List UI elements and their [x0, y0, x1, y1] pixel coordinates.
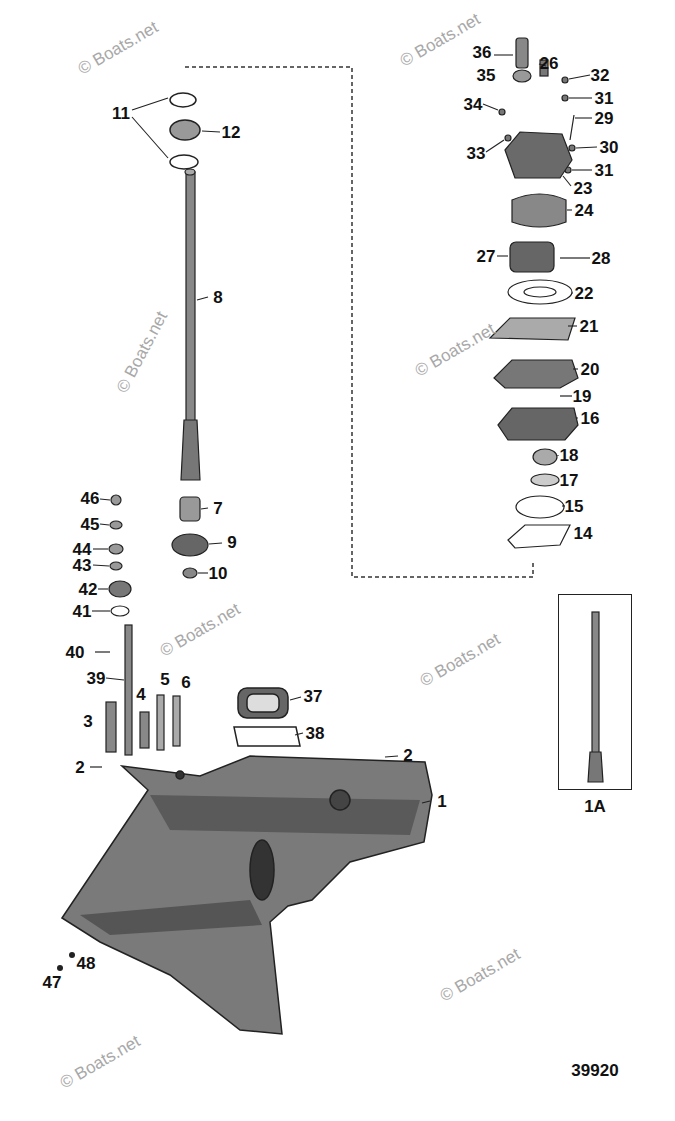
callout-number: 15 — [565, 498, 584, 515]
callout-number: 42 — [79, 581, 98, 598]
callout-number: 9 — [227, 534, 236, 551]
callout-number: 11 — [112, 105, 130, 122]
watermark: © Boats.net — [412, 320, 498, 379]
callout-number: 44 — [73, 541, 92, 558]
callout-number: 36 — [473, 44, 492, 61]
callout-number: 1 — [437, 793, 446, 810]
callout-number: 2 — [75, 759, 84, 776]
callout-number: 46 — [81, 490, 100, 507]
callout-number: 10 — [209, 565, 228, 582]
callout-number: 21 — [580, 318, 599, 335]
callout-number: 31 — [595, 162, 614, 179]
callout-number: 1A — [584, 797, 606, 817]
callout-number: 34 — [464, 96, 483, 113]
callout-number: 20 — [581, 361, 600, 378]
watermark: © Boats.net — [114, 309, 171, 396]
callout-number: 29 — [595, 110, 614, 127]
watermark: © Boats.net — [397, 10, 483, 69]
callout-number: 30 — [600, 139, 619, 156]
callout-number: 6 — [181, 674, 190, 691]
callout-number: 48 — [77, 955, 96, 972]
callout-number: 4 — [136, 686, 145, 703]
callout-number: 2 — [403, 747, 412, 764]
callout-number: 32 — [591, 67, 610, 84]
callout-number: 39920 — [571, 1062, 618, 1079]
watermark: © Boats.net — [157, 600, 243, 659]
callout-number: 23 — [574, 180, 593, 197]
callout-number: 16 — [581, 410, 600, 427]
watermark: © Boats.net — [437, 945, 523, 1004]
callout-number: 17 — [560, 472, 579, 489]
callout-number: 3 — [83, 713, 92, 730]
callout-number: 22 — [575, 285, 594, 302]
callout-number: 40 — [66, 644, 85, 661]
watermark: © Boats.net — [57, 1032, 143, 1091]
callout-number: 7 — [213, 500, 222, 517]
callout-number: 47 — [43, 974, 62, 991]
callout-number: 8 — [213, 289, 222, 306]
callout-number: 19 — [573, 388, 592, 405]
callout-number: 41 — [73, 603, 92, 620]
callout-number: 5 — [160, 671, 169, 688]
callout-number: 18 — [560, 447, 579, 464]
watermark: © Boats.net — [417, 630, 503, 689]
callout-number: 14 — [574, 525, 593, 542]
callout-number: 37 — [304, 688, 323, 705]
callout-number: 43 — [73, 557, 92, 574]
callout-number: 38 — [306, 725, 325, 742]
callout-number: 45 — [81, 516, 100, 533]
callout-number: 31 — [595, 90, 614, 107]
callout-number: 39 — [87, 670, 106, 687]
callout-number: 26 — [540, 55, 559, 72]
callout-number: 27 — [477, 248, 496, 265]
inset-box: 1A — [558, 594, 632, 790]
callout-number: 35 — [477, 67, 496, 84]
callout-number: 12 — [222, 124, 241, 141]
watermark: © Boats.net — [75, 18, 161, 77]
callout-number: 28 — [592, 250, 611, 267]
callout-number: 24 — [575, 202, 594, 219]
callout-number: 33 — [467, 145, 486, 162]
